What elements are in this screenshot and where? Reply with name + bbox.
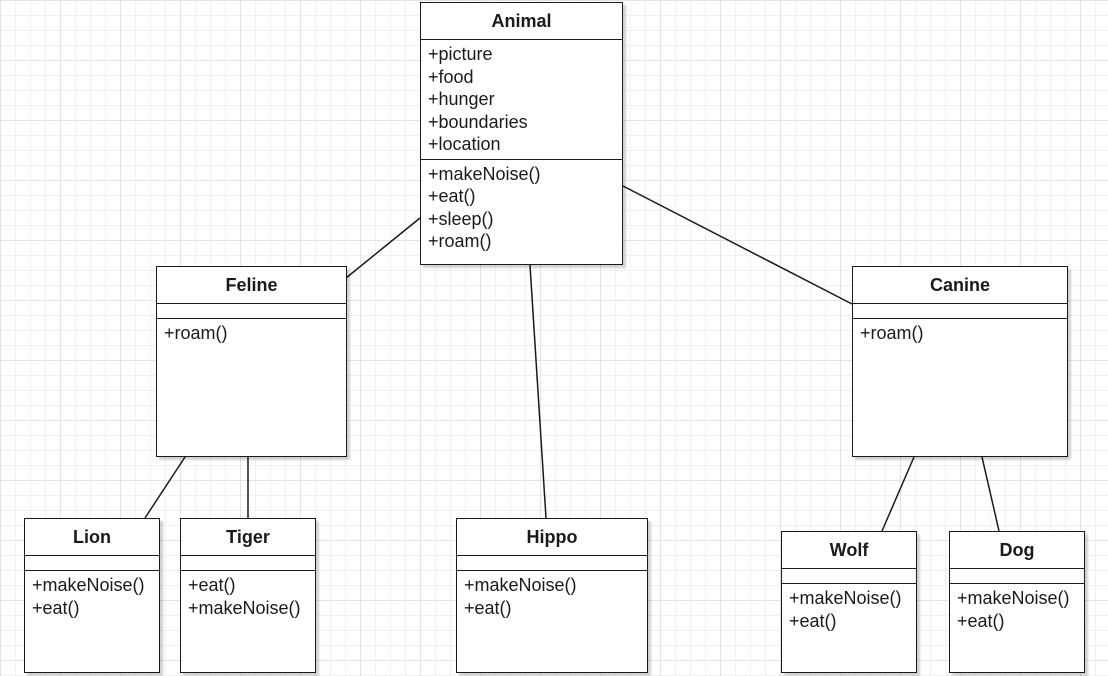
methods-section: +makeNoise() +eat() +sleep() +roam() — [421, 160, 622, 265]
class-name: Wolf — [782, 532, 916, 569]
methods-section: +roam() — [853, 319, 1067, 456]
class-hippo[interactable]: Hippo +makeNoise() +eat() — [456, 518, 648, 673]
connector-dog-canine[interactable] — [981, 456, 1000, 532]
method: +eat() — [428, 186, 476, 206]
attributes-section — [181, 556, 315, 571]
class-wolf[interactable]: Wolf +makeNoise() +eat() — [781, 531, 917, 673]
attributes-section — [25, 556, 159, 571]
class-feline[interactable]: Feline +roam() — [156, 266, 347, 457]
attributes-section: +picture +food +hunger +boundaries +loca… — [421, 40, 622, 160]
class-canine[interactable]: Canine +roam() — [852, 266, 1068, 457]
class-name: Feline — [157, 267, 346, 304]
attribute: +boundaries — [428, 111, 528, 132]
methods-section: +makeNoise() +eat() — [25, 571, 159, 672]
connector-canine-animal[interactable] — [622, 185, 853, 305]
connector-wolf-canine[interactable] — [881, 456, 915, 532]
class-name: Canine — [853, 267, 1067, 304]
connector-lion-feline[interactable] — [144, 456, 186, 519]
class-name: Lion — [25, 519, 159, 556]
methods-section: +eat() +makeNoise() — [181, 571, 315, 672]
method: +roam() — [860, 323, 924, 343]
method: +makeNoise() — [188, 597, 301, 618]
method: +makeNoise() — [464, 575, 577, 595]
methods-section: +roam() — [157, 319, 346, 456]
methods-section: +makeNoise() +eat() — [782, 584, 916, 672]
method: +makeNoise() — [789, 588, 902, 608]
method: +sleep() — [428, 208, 494, 229]
class-animal[interactable]: Animal +picture +food +hunger +boundarie… — [420, 2, 623, 265]
attributes-section — [457, 556, 647, 571]
method: +roam() — [164, 323, 228, 343]
class-lion[interactable]: Lion +makeNoise() +eat() — [24, 518, 160, 673]
method: +makeNoise() — [957, 588, 1070, 608]
class-tiger[interactable]: Tiger +eat() +makeNoise() — [180, 518, 316, 673]
class-name: Tiger — [181, 519, 315, 556]
connector-feline-animal[interactable] — [345, 217, 421, 279]
method: +eat() — [32, 597, 80, 618]
class-dog[interactable]: Dog +makeNoise() +eat() — [949, 531, 1085, 673]
attribute: +hunger — [428, 89, 495, 109]
attribute: +picture — [428, 44, 493, 64]
attribute: +location — [428, 134, 501, 154]
method: +roam() — [428, 231, 492, 251]
attributes-section — [782, 569, 916, 584]
attributes-section — [950, 569, 1084, 584]
method: +makeNoise() — [32, 575, 145, 595]
method: +makeNoise() — [428, 163, 541, 184]
attribute: +food — [428, 66, 474, 87]
attributes-section — [157, 304, 346, 319]
class-name: Dog — [950, 532, 1084, 569]
method: +eat() — [188, 575, 236, 595]
connector-hippo-animal[interactable] — [529, 264, 547, 519]
class-name: Hippo — [457, 519, 647, 556]
class-name: Animal — [421, 3, 622, 40]
methods-section: +makeNoise() +eat() — [950, 584, 1084, 672]
attributes-section — [853, 304, 1067, 319]
method: +eat() — [789, 610, 837, 631]
method: +eat() — [957, 610, 1005, 631]
method: +eat() — [464, 597, 512, 618]
methods-section: +makeNoise() +eat() — [457, 571, 647, 672]
